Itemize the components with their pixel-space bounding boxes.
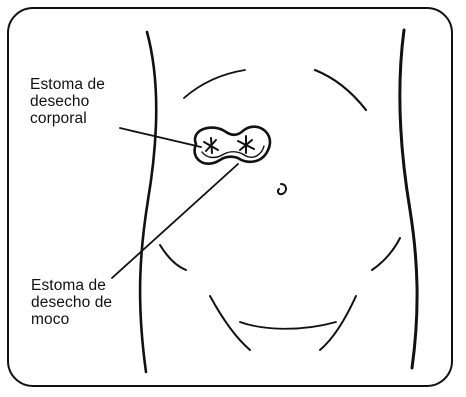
label-mucus-line-2: desecho de [31, 294, 151, 311]
rib-curve-left [184, 70, 245, 98]
stoma-right-star [238, 136, 254, 153]
label-mucus-line-1: Estoma de [31, 277, 151, 294]
label-mucus-waste-stoma: Estoma de desecho de moco [31, 277, 151, 328]
groin-line-right [320, 296, 356, 350]
navel [278, 184, 286, 194]
torso-right-outline [400, 30, 417, 368]
label-body-line-2: desecho [30, 93, 150, 110]
label-body-line-1: Estoma de [30, 76, 150, 93]
waist-curve-right [372, 238, 400, 270]
label-mucus-line-3: moco [31, 311, 151, 328]
label-body-line-3: corporal [30, 110, 150, 127]
leader-line-mucus-stoma [112, 164, 238, 278]
lower-abdomen-curve [240, 322, 336, 329]
label-body-waste-stoma: Estoma de desecho corporal [30, 76, 150, 127]
rib-curve-right [315, 70, 366, 110]
leader-line-body-stoma [120, 128, 201, 147]
stoma-pair-outline [195, 127, 270, 164]
waist-curve-left [160, 245, 186, 270]
stoma-left-star [204, 138, 218, 153]
